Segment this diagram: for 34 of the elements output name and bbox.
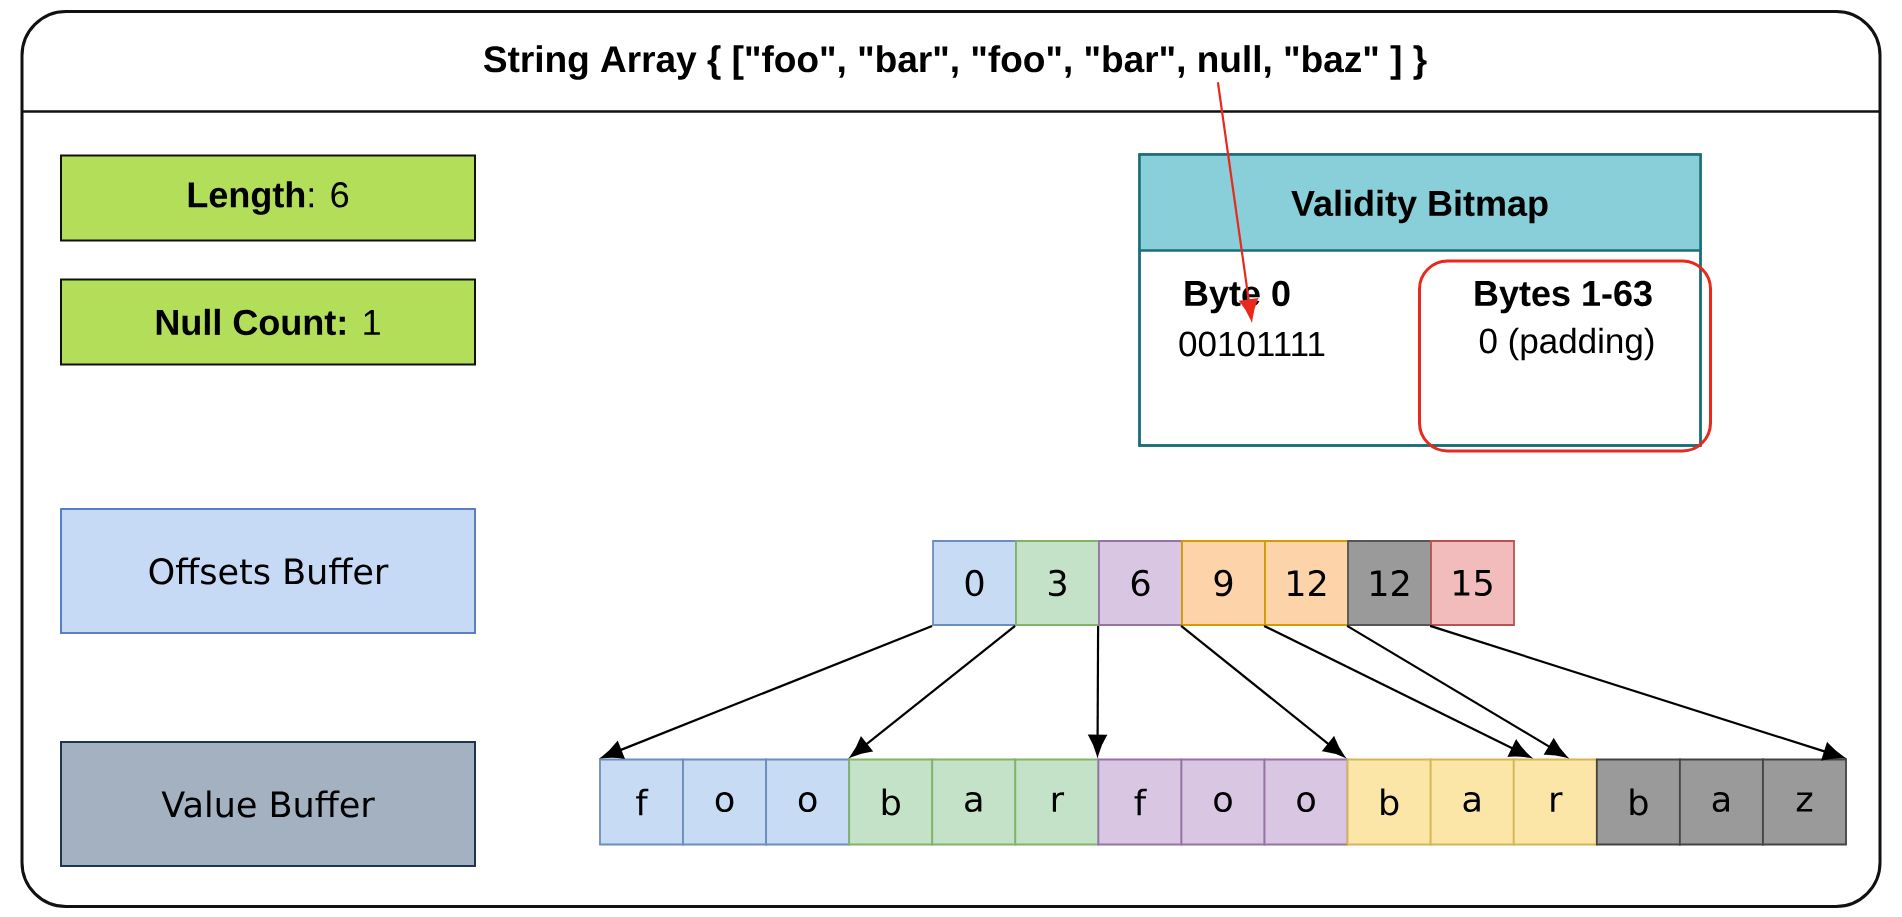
arrow xyxy=(601,624,933,759)
length-box: Length: 6 xyxy=(60,154,476,242)
value-cell: f xyxy=(599,758,684,846)
value-cell: b xyxy=(848,758,934,846)
value-cell: a xyxy=(931,758,1017,846)
offset-cell: 6 xyxy=(1098,540,1183,626)
value-cell: o xyxy=(1180,758,1266,846)
value-cell: o xyxy=(765,758,851,846)
offset-cell: 9 xyxy=(1181,540,1266,626)
offset-cell: 12 xyxy=(1264,540,1349,626)
value-cell: o xyxy=(1263,758,1349,846)
buffer-box: Value Buffer xyxy=(60,741,476,867)
value-cell: a xyxy=(1429,758,1515,846)
arrow xyxy=(1346,624,1567,758)
value-cell: b xyxy=(1595,758,1681,846)
highlight-box: Bytes 1-63 0 (padding) xyxy=(1418,259,1712,453)
title: String Array { ["foo", "bar", "foo", "bar", null, "baz" ] } xyxy=(483,45,1427,80)
value-cell: r xyxy=(1014,758,1100,846)
value-cell: f xyxy=(1097,758,1183,846)
offset-cell: 0 xyxy=(932,540,1017,626)
offset-cell: 15 xyxy=(1430,540,1515,626)
null-count-box: Null Count: 1 xyxy=(60,278,476,366)
value-cell: z xyxy=(1762,758,1847,846)
value-cell: a xyxy=(1679,758,1764,846)
value-cell: r xyxy=(1512,758,1598,846)
value-cell: o xyxy=(682,758,767,846)
offset-cell: 3 xyxy=(1015,540,1100,626)
offset-cell: 12 xyxy=(1347,540,1432,626)
value-cell: b xyxy=(1346,758,1432,846)
arrow xyxy=(1180,625,1345,758)
arrow xyxy=(850,625,1016,758)
bit-value: 00101111 xyxy=(1179,331,1325,357)
buffer-box: Offsets Buffer xyxy=(60,508,476,634)
arrow xyxy=(1263,624,1531,758)
